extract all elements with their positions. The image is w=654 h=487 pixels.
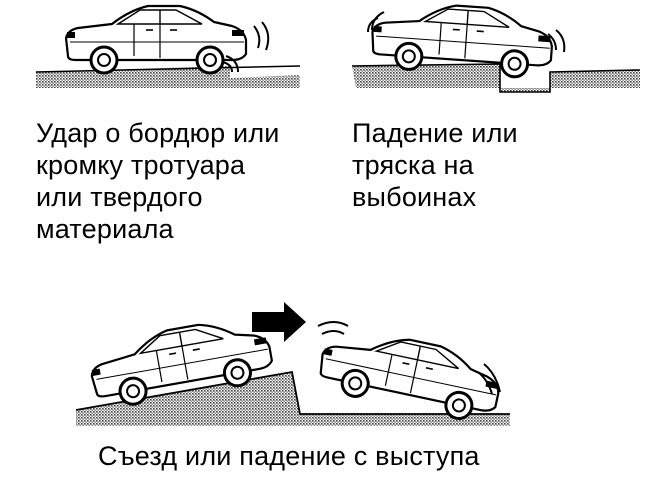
caption-line: Падение или — [352, 118, 518, 148]
impact-lines-icon — [221, 21, 270, 73]
pothole-scene — [351, 0, 641, 93]
caption-line: материала — [36, 214, 174, 244]
ledge-drop-scene — [75, 302, 510, 428]
caption-line: Удар о бордюр или — [36, 118, 280, 148]
road-surface — [352, 64, 640, 92]
caption-line: или твердого — [36, 182, 203, 212]
caption-line: Съезд или падение с выступа — [98, 441, 480, 471]
caption-ledge-drop: Съезд или падение с выступа — [98, 440, 480, 472]
caption-pothole: Падение или тряска на выбоинах — [352, 117, 518, 213]
curb-impact-scene — [35, 4, 301, 88]
caption-line: выбоинах — [352, 182, 477, 212]
impact-lines-icon — [317, 321, 501, 395]
road-surface — [76, 372, 510, 426]
caption-curb-impact: Удар о бордюр или кромку тротуара или тв… — [36, 117, 280, 245]
caption-line: кромку тротуара — [36, 150, 246, 180]
shake-lines-icon — [367, 11, 566, 53]
car-icon — [313, 321, 507, 428]
car-icon — [64, 4, 248, 75]
right-arrow-icon — [252, 302, 306, 342]
caption-line: тряска на — [352, 150, 474, 180]
